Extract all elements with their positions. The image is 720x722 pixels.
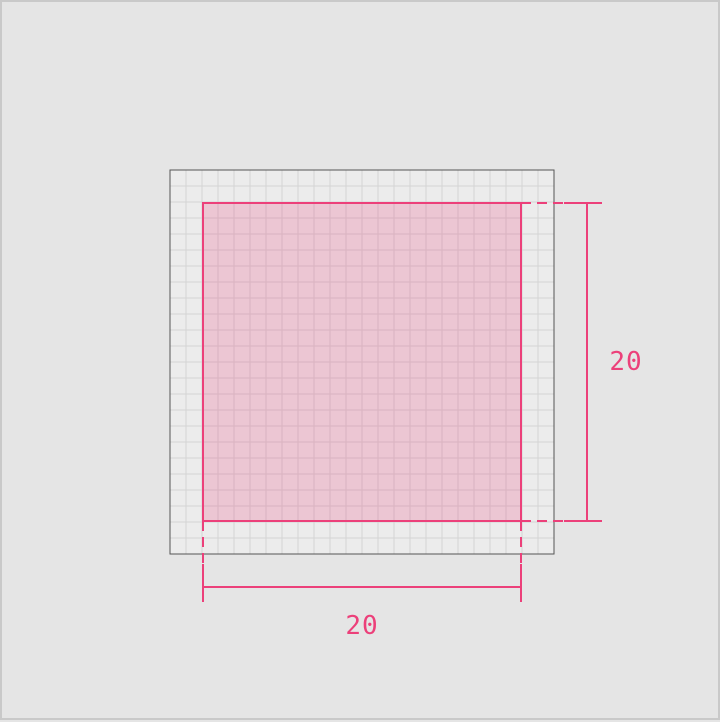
- highlighted-area: [202, 202, 522, 522]
- width-dimension: 20: [202, 521, 522, 641]
- height-dimension-label: 20: [609, 347, 642, 377]
- width-dimension-label: 20: [345, 611, 378, 641]
- grid-border: [169, 169, 555, 555]
- height-dimension: 20: [521, 202, 642, 522]
